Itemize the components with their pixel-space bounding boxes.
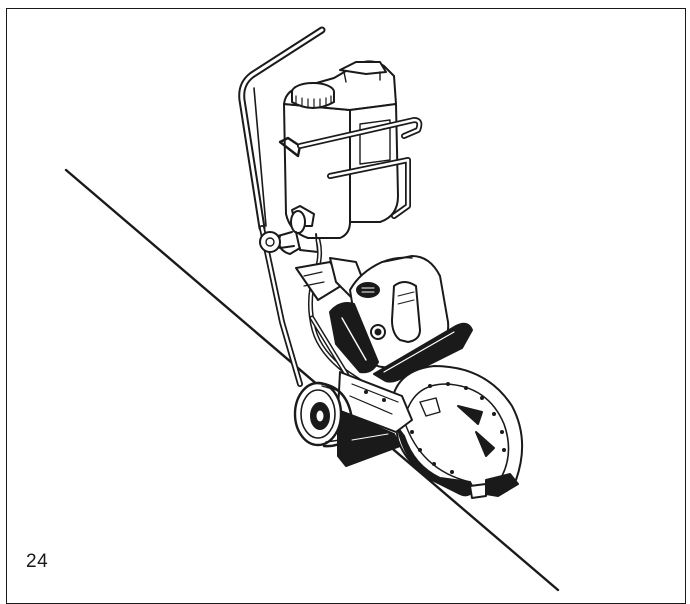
front-handle: [373, 322, 473, 383]
tank-bracket: [278, 117, 423, 219]
engine-housing: [329, 255, 450, 374]
blade-guard: [391, 365, 524, 489]
rear-wheel-icon: [293, 381, 354, 448]
trolley-handle: [238, 26, 326, 387]
cutting-line: [64, 168, 560, 592]
handle-clamp-knob: [259, 231, 295, 253]
axle-housing: [337, 371, 413, 467]
tank-cap-icon: [291, 82, 335, 109]
guard-clamp: [469, 473, 519, 499]
figure-number: 24: [26, 551, 49, 572]
cutting-blade: [397, 427, 475, 497]
